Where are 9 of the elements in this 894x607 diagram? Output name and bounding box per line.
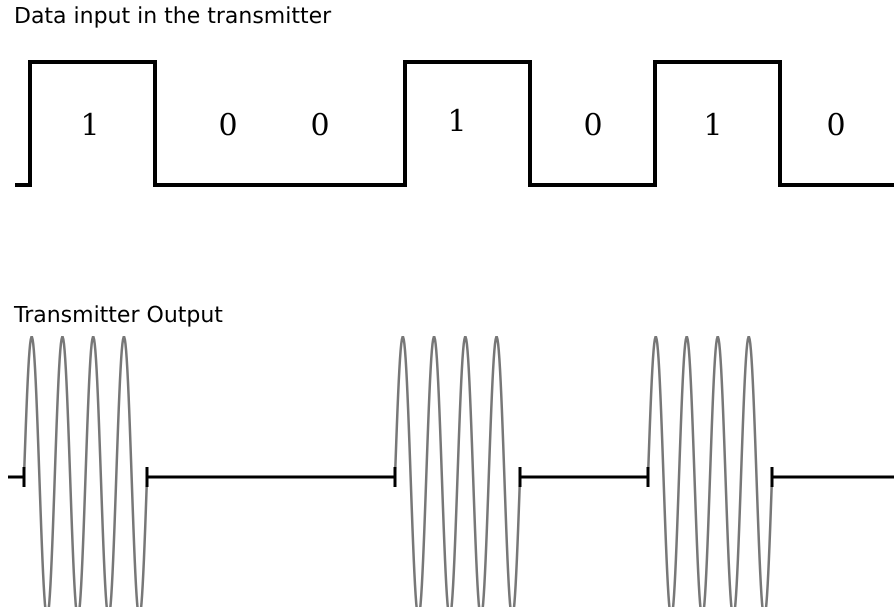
signal-title: Data input in the transmitter (14, 4, 332, 29)
bit-value: 1 (703, 108, 723, 143)
bit-value: 1 (447, 104, 467, 139)
bit-value: 0 (583, 108, 603, 143)
bit-value: 1 (80, 108, 100, 143)
signal-title: Transmitter Output (14, 303, 223, 328)
bit-value: 0 (310, 108, 330, 143)
bit-value: 0 (826, 108, 846, 143)
bit-value: 0 (218, 108, 238, 143)
